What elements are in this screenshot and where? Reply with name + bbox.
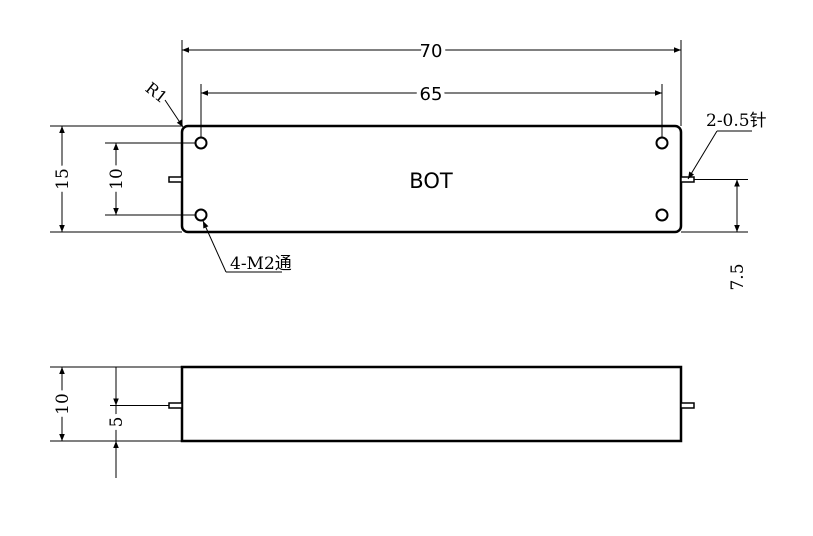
leader-r1 (164, 99, 184, 128)
dim-15-label: 15 (53, 168, 73, 190)
dim-70-label: 70 (420, 41, 443, 62)
side-pin-left (168, 402, 183, 409)
bot-label: BOT (409, 169, 453, 193)
pin-right (680, 176, 695, 183)
dim-10-holes (105, 142, 195, 216)
dim-65-label: 65 (420, 84, 443, 105)
side-pins (168, 402, 695, 409)
side-view (50, 365, 695, 478)
dim-7-5 (681, 179, 748, 233)
dim-15 (50, 125, 182, 233)
dim-10-holes-label: 10 (107, 168, 127, 190)
dim-70 (181, 40, 682, 126)
dim-7-5-label: 7.5 (728, 263, 748, 290)
hole-bottom-left (194, 208, 208, 222)
hole-top-left (194, 136, 208, 150)
side-body-outline (180, 365, 683, 443)
side-pin-right (680, 402, 695, 409)
leader-pins (687, 130, 752, 180)
pin-left (168, 176, 183, 183)
hole-top-right (655, 136, 669, 150)
dim-5-side-label: 5 (107, 417, 127, 428)
pin-callout-label: 2-0.5针 (706, 111, 767, 131)
hole-bottom-right (655, 208, 669, 222)
dim-65 (200, 84, 663, 138)
top-view (50, 40, 752, 273)
dim-10-side-label: 10 (53, 393, 73, 415)
leader-holes (202, 220, 282, 273)
hole-callout-label: 4-M2通 (230, 254, 292, 274)
dim-5-side (110, 367, 169, 478)
